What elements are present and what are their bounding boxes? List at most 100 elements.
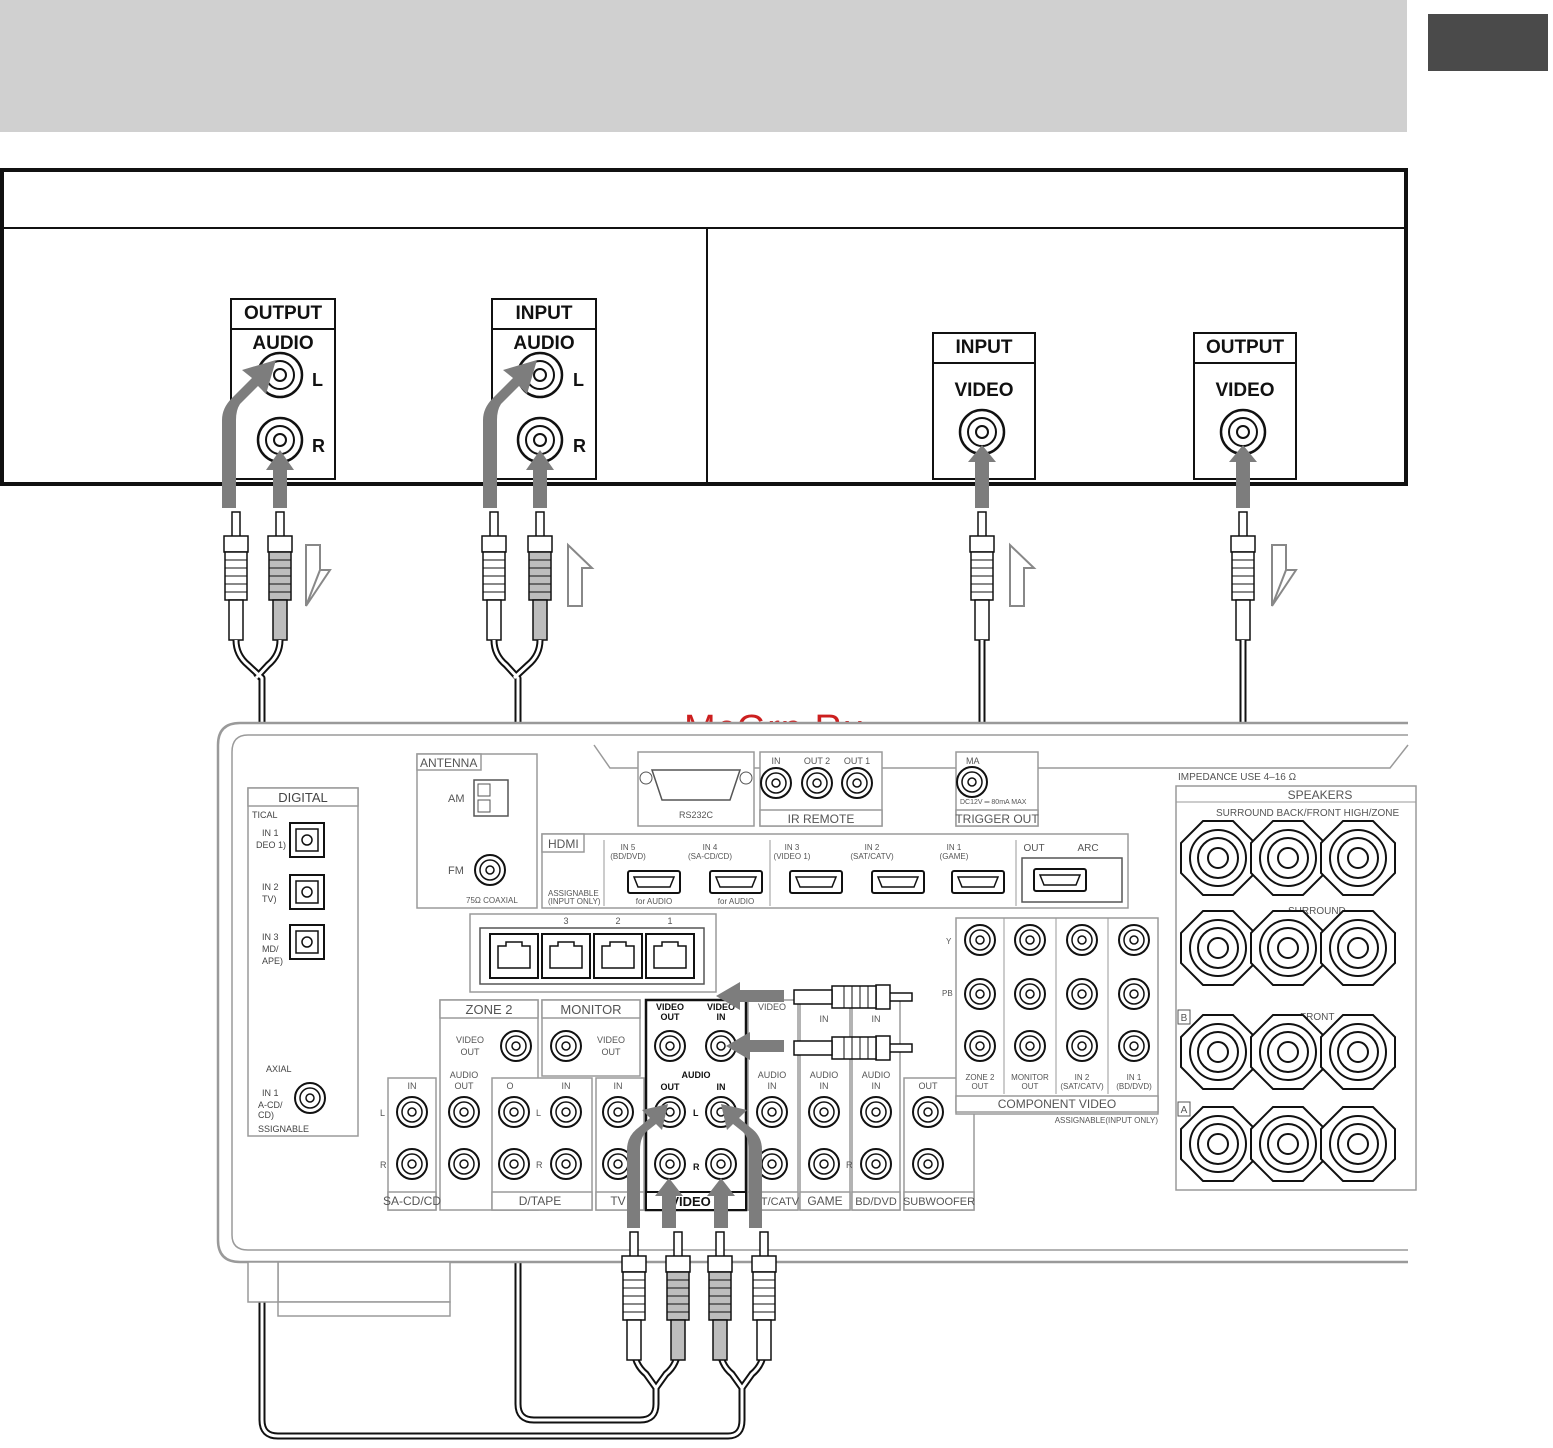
ir-remote-title: IR REMOTE (788, 812, 855, 826)
video1-r: R (693, 1162, 700, 1172)
video-input-header: INPUT (934, 334, 1034, 364)
connection-arrows-top (222, 360, 1257, 508)
section-tab (1428, 14, 1548, 71)
tv-in: IN (614, 1081, 623, 1091)
digital-section: DIGITAL TICAL IN 1 DEO 1) IN 2 TV) IN 3 … (247, 787, 359, 1137)
audio-output-label: AUDIO (252, 333, 314, 354)
digital-coaxial-label: AXIAL (266, 1064, 292, 1074)
video1-section: VIDEO OUT VIDEO IN AUDIO OUT IN L R VIDE… (644, 998, 748, 1212)
component-c3: IN 2 (1075, 1073, 1090, 1082)
component-c2b: OUT (1022, 1082, 1039, 1091)
video1-out: OUT (661, 1082, 681, 1092)
ir-out2: OUT 2 (804, 756, 830, 766)
antenna-am: AM (448, 793, 465, 805)
game-audio-in: IN (820, 1081, 829, 1091)
lan-1: 1 (667, 916, 672, 926)
digital-optical-label: TICAL (252, 810, 278, 820)
digital-in1-sub: DEO 1) (256, 840, 286, 850)
antenna-section: ANTENNA AM FM 75Ω COAXIAL (416, 753, 538, 909)
hdmi-arc: ARC (1077, 843, 1098, 854)
speakers-front: FRONT (1300, 1012, 1334, 1023)
video-output-label: VIDEO (1215, 380, 1275, 401)
digital-in2-sub: TV) (262, 894, 277, 904)
audio-input-r-label: R (573, 436, 586, 456)
video1-l: L (693, 1108, 699, 1118)
speakers-b: B (1181, 1013, 1188, 1024)
hdmi-section: HDMI ASSIGNABLE (INPUT ONLY) IN 5 (BD/DV… (541, 833, 1129, 909)
component-c4b: (BD/DVD) (1116, 1082, 1152, 1091)
component-video-section: Y PB ZONE 2 OUT MONITOR OUT IN 2 (SAT/CA… (942, 917, 1159, 1125)
component-pb: PB (942, 989, 953, 998)
speakers-a: A (1181, 1105, 1188, 1116)
lan-3: 3 (563, 916, 568, 926)
lan-section: 3 2 1 (469, 913, 717, 993)
hdmi-for-audio-2: for AUDIO (718, 897, 754, 906)
satcatv-video: VIDEO (758, 1002, 786, 1012)
mdtape-r: R (536, 1160, 543, 1170)
game-in: IN (820, 1014, 829, 1024)
component-c2: MONITOR (1011, 1073, 1049, 1082)
hdmi-out: OUT (1023, 843, 1044, 854)
satcatv-audio: AUDIO (758, 1070, 787, 1080)
video1-in: IN (717, 1082, 726, 1092)
trigger-ma: MA (966, 756, 980, 766)
hdmi-title: HDMI (548, 837, 579, 851)
hdmi-in5-sub: (BD/DVD) (610, 852, 646, 861)
control-section: RS232C IR REMOTE IN OUT 2 OUT 1 TRIGGER … (637, 751, 1039, 827)
component-c1: ZONE 2 (966, 1073, 995, 1082)
hdmi-in1-sub: (GAME) (940, 852, 969, 861)
connection-arrows-receiver (627, 982, 784, 1228)
component-note: ASSIGNABLE(INPUT ONLY) (1055, 1116, 1159, 1125)
audio-output-r-label: R (312, 436, 325, 456)
antenna-title: ANTENNA (420, 756, 477, 770)
digital-title: DIGITAL (278, 790, 328, 805)
hdmi-in1: IN 1 (947, 843, 962, 852)
video1-video-in-1: VIDEO (707, 1002, 735, 1012)
zone2-audio-out: OUT (455, 1081, 475, 1091)
sacd-in: IN (408, 1081, 417, 1091)
hdmi-for-audio-1: for AUDIO (636, 897, 672, 906)
speakers-surround: SURROUND (1288, 906, 1346, 917)
audio-output-l-label: L (312, 370, 323, 390)
ir-out1: OUT 1 (844, 756, 870, 766)
hdmi-in2: IN 2 (865, 843, 880, 852)
hdmi-in5: IN 5 (621, 843, 636, 852)
monitor-video-out: OUT (602, 1047, 622, 1057)
trigger-spec: DC12V ═ 80mA MAX (960, 799, 1027, 806)
satcatv-audio-in: IN (768, 1081, 777, 1091)
hdmi-assignable: ASSIGNABLE (548, 889, 599, 898)
digital-in3-sub2: APE) (262, 956, 283, 966)
zone2-video: VIDEO (456, 1035, 484, 1045)
monitor-title: MONITOR (560, 1002, 621, 1017)
trigger-title: TRIGGER OUT (955, 812, 1039, 826)
mdtape-out: O (506, 1081, 513, 1091)
bddvd-audio-in: IN (872, 1081, 881, 1091)
satcatv-title: T/CATV (761, 1196, 800, 1208)
mdtape-l: L (536, 1108, 541, 1118)
hdmi-in2-sub: (SAT/CATV) (850, 852, 894, 861)
speakers-section: IMPEDANCE USE 4–16 Ω SPEAKERS SURROUND B… (1175, 772, 1417, 1191)
hdmi-in4: IN 4 (703, 843, 718, 852)
digital-in2: IN 2 (262, 882, 279, 892)
audio-inputs-row: SA-CD/CD IN L R AUDIO OUT D/TAPE O IN L … (380, 999, 975, 1211)
mdtape-title: D/TAPE (519, 1194, 561, 1208)
bddvd-r: R (846, 1160, 853, 1170)
ir-in: IN (772, 756, 781, 766)
video1-video-in-2: IN (717, 1012, 726, 1022)
component-c1b: OUT (972, 1082, 989, 1091)
cable-plugs-upper (223, 511, 1256, 641)
tv-title: TV (610, 1194, 625, 1208)
bddvd-audio: AUDIO (862, 1070, 891, 1080)
monitor-video: VIDEO (597, 1035, 625, 1045)
subwoofer-title: SUBWOOFER (903, 1196, 975, 1208)
zone2-audio: AUDIO (450, 1070, 479, 1080)
video-output-header: OUTPUT (1195, 334, 1295, 364)
component-title: COMPONENT VIDEO (998, 1097, 1116, 1111)
component-c3b: (SAT/CATV) (1060, 1082, 1104, 1091)
antenna-coaxial: 75Ω COAXIAL (466, 896, 518, 905)
video1-video-out-2: OUT (661, 1012, 681, 1022)
game-audio: AUDIO (810, 1070, 839, 1080)
speakers-sb: SURROUND BACK/FRONT HIGH/ZONE (1216, 808, 1399, 819)
lan-2: 2 (615, 916, 620, 926)
